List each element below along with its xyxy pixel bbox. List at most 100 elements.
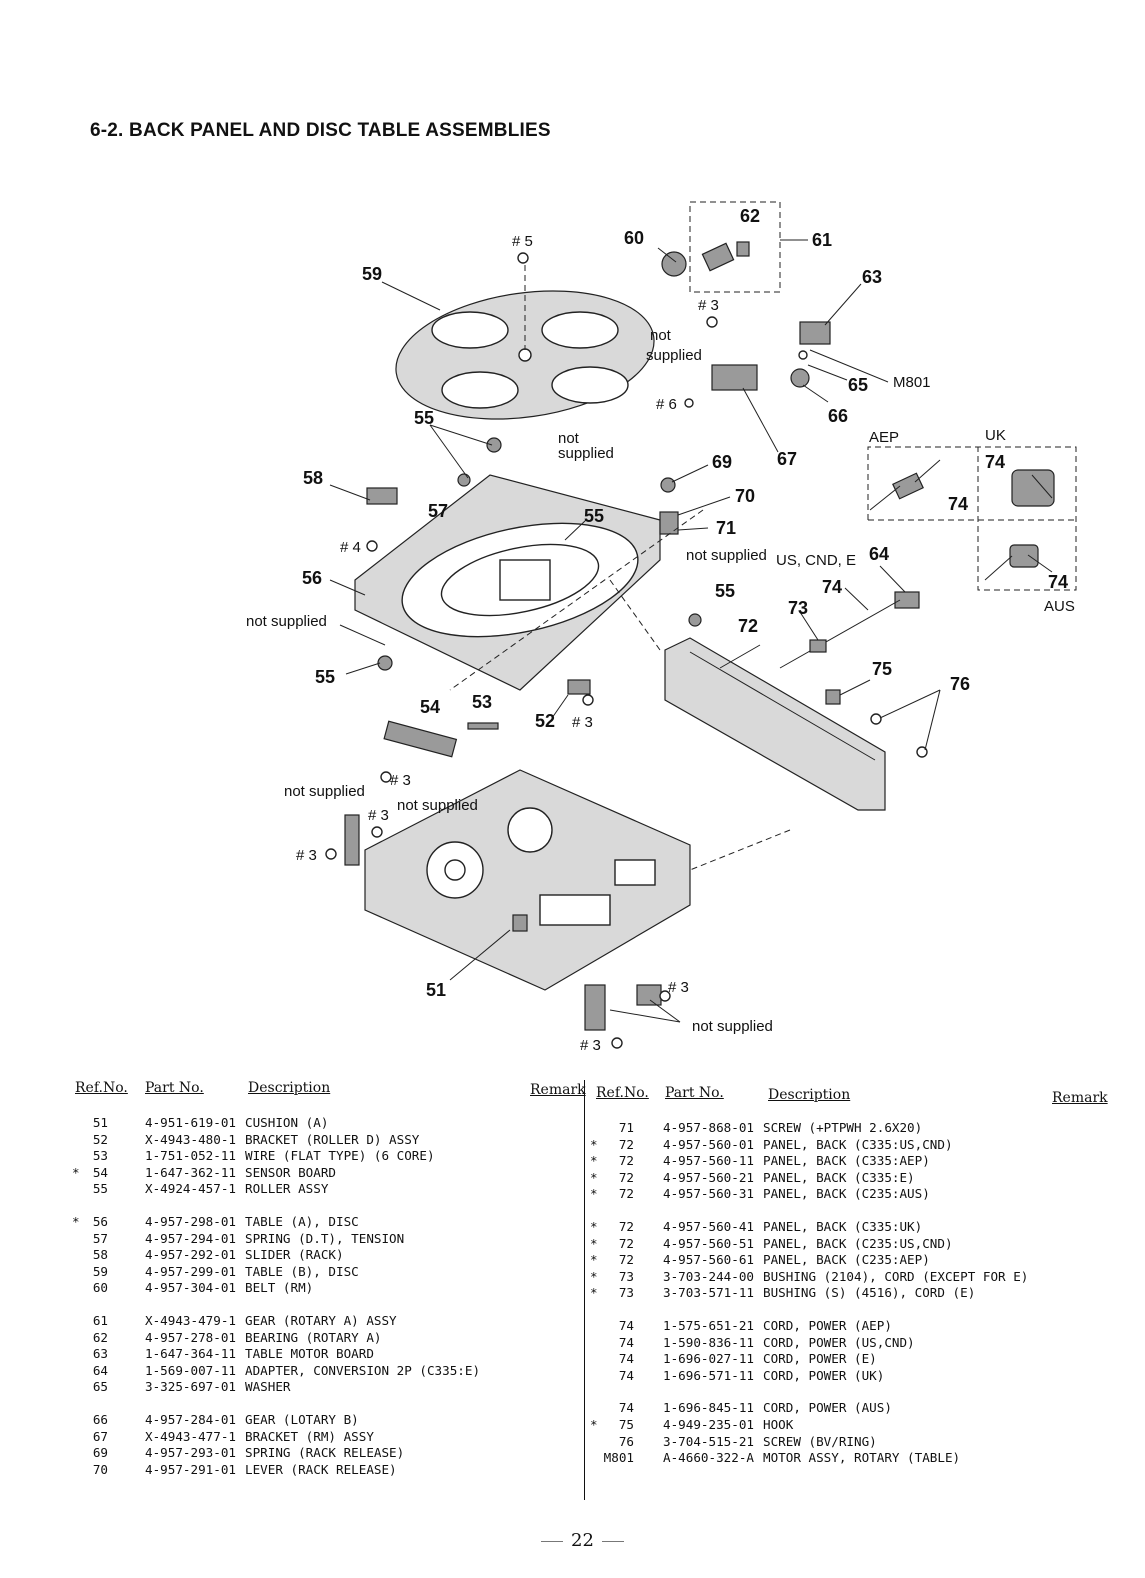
callout-55: 55 xyxy=(315,667,335,687)
lever-rack-release xyxy=(659,511,679,535)
cell-mark: * xyxy=(72,1213,80,1229)
cell-ref: 61 xyxy=(92,1312,108,1328)
cell-desc: PANEL, BACK (C335:AEP) xyxy=(763,1153,930,1169)
svg-text:not supplied: not supplied xyxy=(246,613,327,630)
cell-desc: WIRE (FLAT TYPE) (6 CORE) xyxy=(245,1148,435,1164)
disc-table-a xyxy=(354,474,661,691)
cell-desc: ADAPTER, CONVERSION 2P (C335:E) xyxy=(245,1362,481,1378)
cell-desc: PANEL, BACK (C335:US,CND) xyxy=(763,1136,953,1152)
belt xyxy=(661,251,687,277)
cell-part: 4-957-560-61 xyxy=(663,1252,754,1268)
cell-desc: GEAR (LOTARY B) xyxy=(245,1411,359,1427)
left-header-desc: Description xyxy=(248,1080,331,1096)
plug-aus xyxy=(1009,544,1039,568)
cell-ref: 74 xyxy=(618,1317,634,1333)
svg-text:not supplied: not supplied xyxy=(692,1018,773,1035)
callout-62: 62 xyxy=(740,206,760,226)
cell-ref: 69 xyxy=(92,1445,108,1461)
cell-ref: 74 xyxy=(618,1334,634,1350)
callout-75: 75 xyxy=(872,659,892,679)
flat-wire xyxy=(467,722,499,730)
callout-56: 56 xyxy=(302,568,322,588)
cell-desc: CORD, POWER (UK) xyxy=(763,1367,885,1383)
cell-desc: LEVER (RACK RELEASE) xyxy=(245,1461,397,1477)
cell-part: 4-949-235-01 xyxy=(663,1416,754,1432)
cell-desc: SCREW (BV/RING) xyxy=(763,1433,877,1449)
cell-ref: 73 xyxy=(618,1268,634,1284)
callout-58: 58 xyxy=(303,468,323,488)
cell-desc: PANEL, BACK (C235:AEP) xyxy=(763,1252,930,1268)
bracket-rm xyxy=(711,364,758,391)
callout-57: 57 xyxy=(428,501,448,521)
cell-desc: SLIDER (RACK) xyxy=(245,1247,344,1263)
cell-part: 1-751-052-11 xyxy=(145,1148,236,1164)
svg-text:not supplied: not supplied xyxy=(686,547,767,564)
callout-74-uk: 74 xyxy=(985,452,1005,472)
cell-ref: 52 xyxy=(92,1131,108,1147)
plug-us xyxy=(894,591,920,609)
callout-73: 73 xyxy=(788,598,808,618)
motor xyxy=(799,321,831,345)
callout-67: 67 xyxy=(777,449,797,469)
callout-54: 54 xyxy=(420,697,440,717)
cell-ref: 54 xyxy=(92,1164,108,1180)
cell-part: X-4943-480-1 xyxy=(145,1131,236,1147)
cell-ref: 63 xyxy=(92,1346,108,1362)
cell-part: 3-325-697-01 xyxy=(145,1379,236,1395)
disc-table-b xyxy=(395,290,655,420)
cell-ref: 62 xyxy=(92,1329,108,1345)
sensor-board xyxy=(383,720,458,758)
cell-desc: TABLE (A), DISC xyxy=(245,1213,359,1229)
left-header-remark: Remark xyxy=(530,1082,586,1098)
cell-desc: MOTOR ASSY, ROTARY (TABLE) xyxy=(763,1450,961,1466)
left-header-part: Part No. xyxy=(145,1080,204,1096)
callout-64: 64 xyxy=(869,544,889,564)
cell-part: 1-647-364-11 xyxy=(145,1346,236,1362)
svg-text:# 3: # 3 xyxy=(296,847,317,864)
cell-mark: * xyxy=(590,1169,598,1185)
callout-69: 69 xyxy=(712,452,732,472)
page-number: 22 xyxy=(0,1530,1145,1551)
right-header-ref: Ref.No. xyxy=(596,1085,649,1101)
bracket-roller-d xyxy=(567,679,591,695)
right-header-part: Part No. xyxy=(665,1085,724,1101)
cell-part: 4-957-560-11 xyxy=(663,1153,754,1169)
callout-74-aus: 74 xyxy=(1048,572,1068,592)
roller-assy xyxy=(457,473,471,487)
diagram-notes: not supplied not supplied not supplied n… xyxy=(246,327,1075,1035)
callout-53: 53 xyxy=(472,692,492,712)
cell-ref: 74 xyxy=(618,1351,634,1367)
callout-59: 59 xyxy=(362,264,382,284)
callout-60: 60 xyxy=(624,228,644,248)
cell-part: 4-957-278-01 xyxy=(145,1329,236,1345)
cell-part: 1-575-651-21 xyxy=(663,1317,754,1333)
cell-ref: 72 xyxy=(618,1235,634,1251)
cell-part: 4-957-298-01 xyxy=(145,1213,236,1229)
cell-ref: 57 xyxy=(92,1230,108,1246)
cell-part: 4-957-560-01 xyxy=(663,1136,754,1152)
cell-desc: CORD, POWER (AUS) xyxy=(763,1400,892,1416)
svg-text:not supplied: not supplied xyxy=(397,797,478,814)
cell-ref: 58 xyxy=(92,1247,108,1263)
cell-mark: * xyxy=(590,1136,598,1152)
svg-text:AUS: AUS xyxy=(1044,598,1075,615)
cell-desc: PANEL, BACK (C235:US,CND) xyxy=(763,1235,953,1251)
